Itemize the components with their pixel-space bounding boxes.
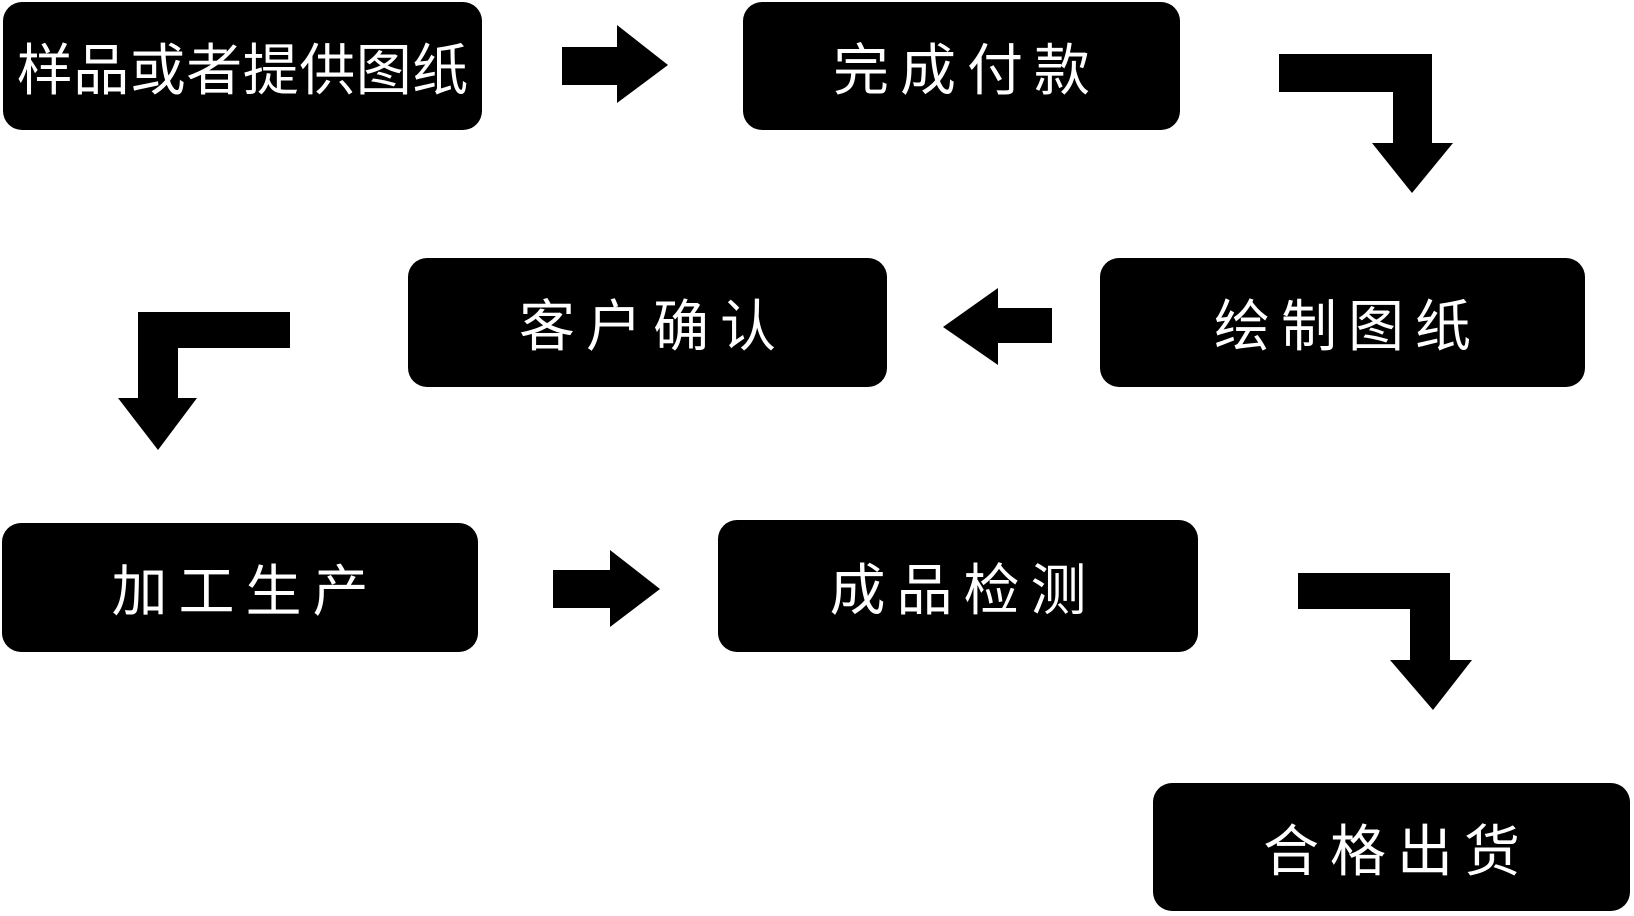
- node-complete-payment: 完成付款: [743, 2, 1180, 130]
- arrow-samples-to-payment-icon: [562, 25, 668, 103]
- node-sample-or-drawings: 样品或者提供图纸: [3, 2, 482, 130]
- arrow-drawing-to-confirmation-icon: [943, 288, 1052, 365]
- node-draw-drawings: 绘制图纸: [1100, 258, 1585, 387]
- arrow-payment-to-drawing-icon: [1279, 54, 1453, 193]
- node-processing-production: 加工生产: [2, 523, 478, 652]
- node-finished-product-inspection: 成品检测: [718, 520, 1198, 652]
- node-qualified-shipment: 合格出货: [1153, 783, 1630, 911]
- node-customer-confirmation: 客户确认: [408, 258, 887, 387]
- arrow-inspection-to-shipment-icon: [1298, 573, 1472, 710]
- arrow-production-to-inspection-icon: [553, 550, 660, 627]
- arrow-confirmation-to-production-icon: [118, 312, 290, 450]
